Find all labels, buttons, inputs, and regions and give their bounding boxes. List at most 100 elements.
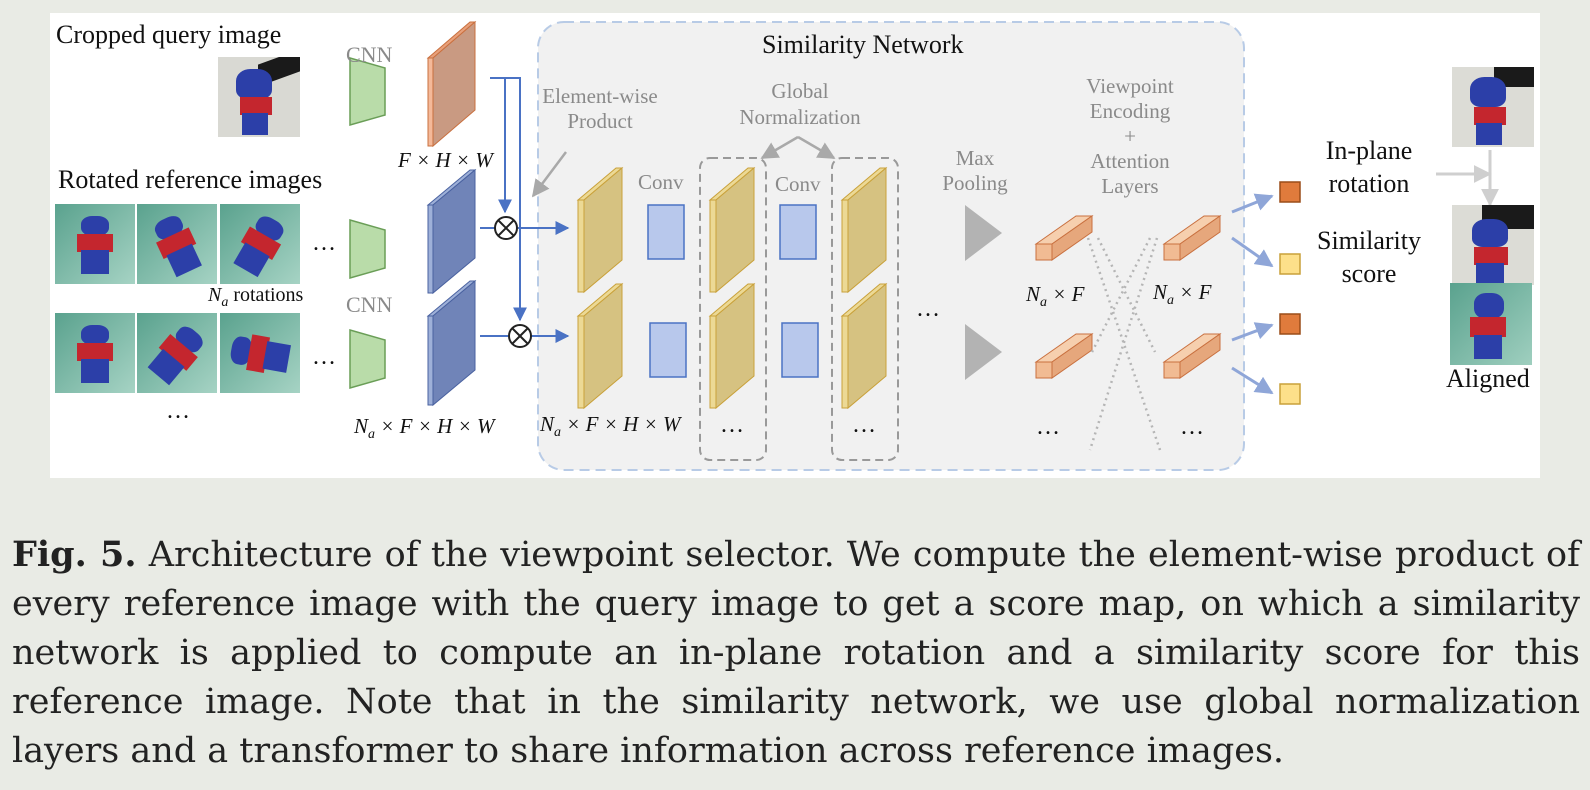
- ellipsis-tokens-right: …: [1180, 414, 1204, 440]
- ellipsis-refs-row2: …: [312, 344, 336, 370]
- ref-feature-map-2: [426, 279, 477, 407]
- robot-figure: [142, 318, 213, 391]
- feature-slab-1: [576, 166, 624, 294]
- robot-figure: [145, 209, 209, 280]
- cnn-label-top: CNN: [346, 42, 393, 67]
- max-pool-line1: Max: [955, 146, 995, 170]
- global-norm-arrows: [760, 135, 836, 160]
- rotations-word: rotations: [228, 284, 304, 306]
- output-arrows: [1231, 193, 1274, 395]
- elementwise-line1: Element-wise: [542, 84, 658, 108]
- cnn-block-query: [349, 57, 386, 126]
- na-subscript: a: [221, 295, 229, 310]
- elementwise-line2: Product: [567, 109, 633, 133]
- robot-figure: [73, 216, 117, 274]
- vp-line1: Viewpoint: [1086, 74, 1174, 98]
- reference-image-2: [137, 204, 217, 284]
- inplane-line1: In-plane: [1325, 136, 1413, 165]
- reference-image-5: [137, 313, 217, 393]
- reference-image-3: [220, 204, 300, 284]
- robot-figure: [73, 325, 117, 383]
- token-dims-right: Na × F: [1153, 280, 1212, 309]
- global-norm-line2: Normalization: [739, 105, 861, 129]
- score-output-2: [1279, 383, 1301, 405]
- ellipsis-norm-1: …: [720, 412, 744, 438]
- viewpoint-attention-label: Viewpoint Encoding + Attention Layers: [1068, 74, 1192, 199]
- aligned-reference-image: [1450, 283, 1532, 365]
- reference-image-4: [55, 313, 135, 393]
- architecture-diagram: [349, 20, 1499, 471]
- feature-slab-3: [708, 166, 756, 294]
- ref-feature-map-1: [426, 168, 477, 295]
- na-rotations-label: Na rotations: [208, 284, 303, 311]
- figure-caption: Fig. 5. Architecture of the viewpoint se…: [12, 530, 1580, 776]
- aligned-label: Aligned: [1446, 364, 1530, 393]
- robot-figure: [226, 209, 293, 281]
- similarity-score-label: Similarity score: [1306, 224, 1432, 290]
- simscore-line2: score: [1341, 259, 1397, 288]
- vp-line2: Encoding: [1089, 99, 1171, 123]
- product-feature-dims: Na × F × H × W: [540, 412, 681, 441]
- simscore-line1: Similarity: [1317, 226, 1421, 255]
- caption-lead: Fig. 5.: [12, 534, 137, 575]
- token-dims-left: Na × F: [1026, 282, 1085, 311]
- token-4: [1162, 333, 1222, 379]
- cnn-block-ref-row1: [349, 219, 386, 279]
- elementwise-pointer-arrow: [531, 151, 567, 198]
- conv-block-2b: [781, 322, 819, 378]
- max-pooling-1: [965, 205, 1002, 261]
- feature-slab-5: [840, 166, 888, 294]
- vp-line4: Attention: [1090, 149, 1170, 173]
- vp-line5: Layers: [1101, 174, 1159, 198]
- query-broadcast-lines: [480, 77, 570, 343]
- conv-block-2a: [779, 204, 817, 260]
- aligned-query-image-rotated: [1452, 205, 1534, 285]
- inplane-rotation-label: In-plane rotation: [1314, 134, 1424, 200]
- na-symbol: N: [208, 284, 222, 306]
- ellipsis-tokens-left: …: [1036, 414, 1060, 440]
- vp-line3: +: [1124, 124, 1136, 148]
- max-pooling-2: [965, 324, 1002, 380]
- ellipsis-refs-row1: …: [312, 230, 336, 256]
- aligned-query-image: [1452, 67, 1534, 147]
- conv-label-2: Conv: [775, 172, 821, 196]
- feature-slab-4: [708, 282, 756, 410]
- ellipsis-refs-more: …: [166, 398, 190, 424]
- elementwise-product-label: Element-wise Product: [535, 84, 665, 134]
- conv-label-1: Conv: [638, 170, 684, 194]
- cnn-label-bottom: CNN: [346, 292, 393, 317]
- max-pooling-label: Max Pooling: [935, 146, 1015, 196]
- attention-connections: [1086, 237, 1162, 451]
- token-2: [1162, 215, 1222, 261]
- reference-image-1: [55, 204, 135, 284]
- rotated-refs-label: Rotated reference images: [58, 165, 323, 194]
- similarity-network-title: Similarity Network: [762, 30, 964, 59]
- query-image: [218, 57, 300, 137]
- inplane-output-2: [1279, 313, 1301, 335]
- elementwise-product-symbol-1: [494, 216, 518, 240]
- feature-slab-6: [840, 282, 888, 410]
- robot-figure: [228, 327, 293, 380]
- global-normalization-label: Global Normalization: [730, 78, 870, 130]
- cropped-query-label: Cropped query image: [56, 20, 282, 49]
- ellipsis-norm-2: …: [852, 412, 876, 438]
- caption-text: Architecture of the viewpoint selector. …: [12, 535, 1580, 771]
- ref-feature-dims: Na × F × H × W: [354, 414, 495, 443]
- feature-slab-2: [576, 282, 624, 410]
- query-feature-dims: F × H × W: [398, 148, 493, 172]
- global-norm-line1: Global: [771, 79, 829, 103]
- elementwise-product-symbol-2: [508, 324, 532, 348]
- inplane-output-1: [1279, 181, 1301, 203]
- conv-block-1a: [647, 204, 685, 260]
- ellipsis-mid: …: [916, 296, 940, 322]
- token-1: [1034, 215, 1094, 261]
- reference-image-6: [220, 313, 300, 393]
- max-pool-line2: Pooling: [942, 171, 1008, 195]
- cnn-block-ref-row2: [349, 329, 386, 389]
- global-norm-box-2: [831, 157, 899, 461]
- inplane-line2: rotation: [1328, 169, 1410, 198]
- score-output-1: [1279, 253, 1301, 275]
- conv-block-1b: [649, 322, 687, 378]
- query-feature-map: [426, 20, 477, 148]
- global-norm-box-1: [699, 157, 767, 461]
